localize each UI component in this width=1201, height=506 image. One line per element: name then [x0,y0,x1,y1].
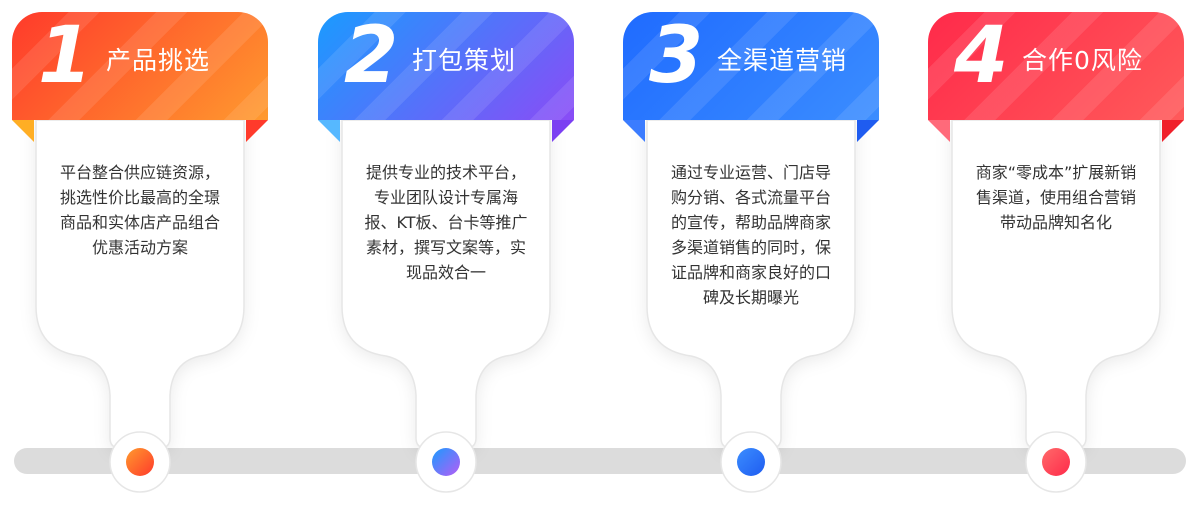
timeline-dot [432,448,460,476]
timeline-track [14,448,1186,474]
step-description: 提供专业的技术平台，专业团队设计专属海报、KT板、台卡等推广素材，撰写文案等，实… [364,163,528,282]
header-fold-left [318,120,340,142]
step-card-2: 2 打包策划 提供专业的技术平台，专业团队设计专属海报、KT板、台卡等推广素材，… [316,0,586,506]
header-fold-right [1162,120,1184,142]
step-number: 2 [344,11,399,101]
step-header [318,12,574,120]
header-fold-right [857,120,879,142]
step-number: 3 [649,11,704,101]
header-fold-left [12,120,34,142]
header-fold-left [623,120,645,142]
step-card-1: 1 产品挑选 平台整合供应链资源，挑选性价比最高的全璟商品和实体店产品组合优惠活… [10,0,280,506]
step-header [12,12,268,120]
step-number: 1 [38,11,93,101]
step-number: 4 [954,11,1009,101]
step-title: 合作0风险 [1022,46,1143,75]
step-card-3: 3 全渠道营销 通过专业运营、门店导购分销、各式流量平台的宣传，帮助品牌商家多渠… [621,0,891,506]
step-description: 商家“零成本”扩展新销售渠道，使用组合营销带动品牌知名化 [975,163,1137,232]
timeline-dot [737,448,765,476]
step-title: 打包策划 [412,46,517,75]
step-title: 全渠道营销 [717,46,848,75]
timeline-dot [126,448,154,476]
step-description: 平台整合供应链资源，挑选性价比最高的全璟商品和实体店产品组合优惠活动方案 [59,163,220,257]
step-title: 产品挑选 [106,46,211,75]
step-card-4: 4 合作0风险 商家“零成本”扩展新销售渠道，使用组合营销带动品牌知名化 [926,0,1196,506]
header-fold-right [246,120,268,142]
header-fold-right [552,120,574,142]
timeline-dot [1042,448,1070,476]
step-header [623,12,879,120]
header-fold-left [928,120,950,142]
step-description: 通过专业运营、门店导购分销、各式流量平台的宣传，帮助品牌商家多渠道销售的同时，保… [670,163,831,307]
step-header [928,12,1184,120]
